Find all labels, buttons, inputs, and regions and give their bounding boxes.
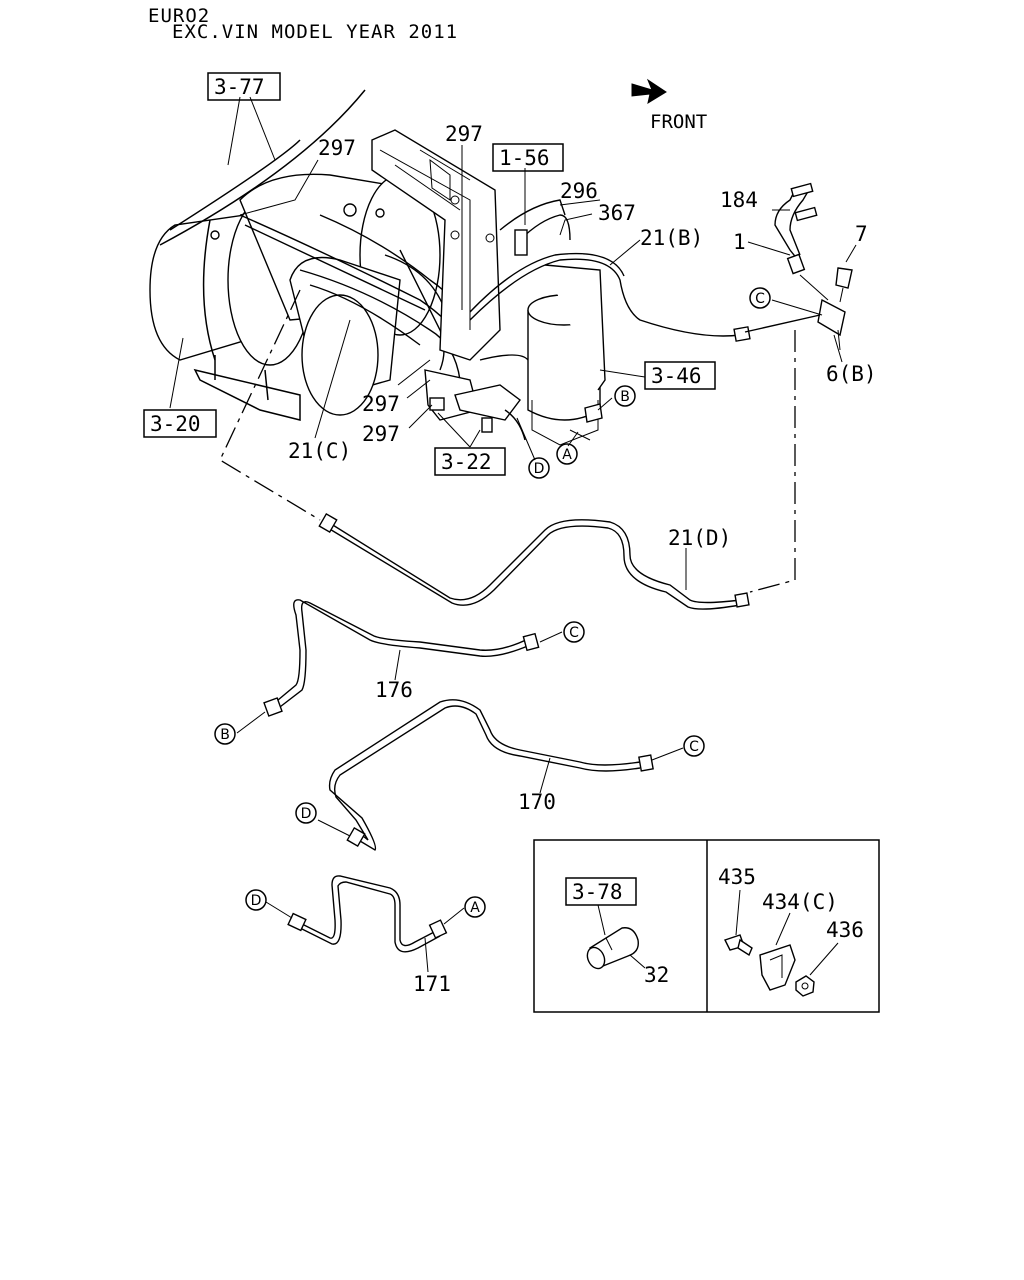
label-184: 184	[720, 188, 758, 212]
ref-box-1-56	[492, 143, 564, 172]
ref-box-3-78	[565, 877, 637, 906]
frame-bracket	[371, 129, 501, 361]
connector-d-dryer: D	[528, 457, 550, 479]
connector-d-pipe-170: D	[295, 802, 317, 824]
sleeve-connector-icon	[586, 927, 639, 970]
label-176: 176	[375, 678, 413, 702]
connector-c-upper-right: C	[749, 287, 771, 309]
svg-text:A: A	[470, 900, 480, 916]
front-direction-arrow-icon	[631, 78, 667, 105]
bolt-icon	[724, 934, 753, 957]
pipe-171	[287, 875, 448, 953]
connector-c-pipe-176: C	[563, 621, 585, 643]
air-tank-assembly	[149, 89, 481, 421]
label-367: 367	[598, 201, 636, 225]
label-296: 296	[560, 179, 598, 203]
label-21d: 21(D)	[668, 526, 731, 550]
svg-text:C: C	[755, 291, 765, 307]
ref-1-56: 1-56	[499, 146, 550, 170]
header-model-year: EXC.VIN MODEL YEAR 2011	[172, 21, 458, 43]
air-dryer	[469, 199, 751, 446]
ref-3-22: 3-22	[441, 450, 492, 474]
svg-text:B: B	[620, 389, 630, 405]
relay-valve-group	[424, 369, 603, 441]
svg-text:B: B	[220, 727, 230, 743]
label-6b: 6(B)	[826, 362, 877, 386]
label-32: 32	[644, 963, 669, 987]
svg-text:D: D	[534, 461, 545, 477]
label-7: 7	[855, 222, 868, 246]
connector-d-pipe-171: D	[245, 889, 267, 911]
pipe-170	[328, 699, 654, 851]
connector-b-dryer: B	[614, 385, 636, 407]
label-436: 436	[826, 918, 864, 942]
clip-bracket-icon	[759, 944, 796, 991]
connector-a-dryer: A	[556, 443, 578, 465]
ref-box-3-22	[434, 447, 506, 476]
svg-text:D: D	[301, 806, 312, 822]
label-21b: 21(B)	[640, 226, 703, 250]
ref-box-3-20	[143, 409, 217, 438]
ref-box-3-46	[644, 361, 716, 390]
label-297-mid: 297	[362, 392, 400, 416]
svg-text:D: D	[251, 893, 262, 909]
pipe-176	[263, 599, 540, 717]
ref-3-77: 3-77	[214, 75, 265, 99]
connector-a-pipe-171: A	[464, 896, 486, 918]
pipe-21d	[318, 512, 750, 610]
label-297-low: 297	[362, 422, 400, 446]
front-label: FRONT	[650, 111, 707, 133]
ref-box-3-77	[207, 72, 281, 101]
connector-c-pipe-170: C	[683, 735, 705, 757]
svg-text:C: C	[689, 739, 699, 755]
label-435: 435	[718, 865, 756, 889]
inset-detail-box: 3-78 32 435 434(C) 436	[533, 839, 880, 1013]
label-171: 171	[413, 972, 451, 996]
nut-icon	[795, 975, 815, 997]
label-297-top-left: 297	[318, 136, 356, 160]
label-170: 170	[518, 790, 556, 814]
upper-right-pipes	[744, 182, 853, 351]
leader-lines	[169, 96, 857, 973]
label-297-top: 297	[445, 122, 483, 146]
ref-3-20: 3-20	[150, 412, 201, 436]
label-21c: 21(C)	[288, 439, 351, 463]
ref-3-78: 3-78	[572, 880, 623, 904]
ref-3-46: 3-46	[651, 364, 702, 388]
header-variant: EURO2	[148, 5, 210, 27]
label-434c: 434(C)	[762, 890, 838, 914]
pipe-route-21b	[749, 330, 796, 593]
svg-text:A: A	[562, 447, 572, 463]
svg-text:C: C	[569, 625, 579, 641]
label-1: 1	[733, 230, 746, 254]
connector-b-pipe-176: B	[214, 723, 236, 745]
